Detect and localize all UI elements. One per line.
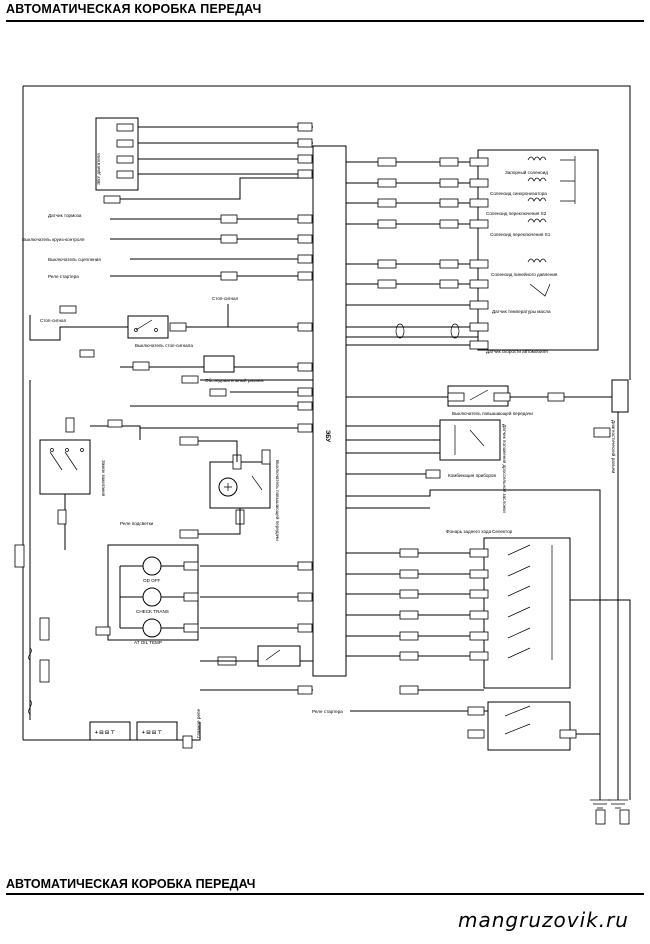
solenoid-s2-label: Соленоид переключения S2 xyxy=(486,211,547,216)
footer-rule xyxy=(6,893,644,895)
throttle-sensor: Датчик положения дроссельной заслонки Ко… xyxy=(346,419,508,513)
ecu-block: ЭБУ xyxy=(312,145,347,677)
starter-relay-block: Реле стартера xyxy=(312,701,600,751)
svg-text:+ ⊟ ⊟ ⊤: + ⊟ ⊟ ⊤ xyxy=(95,730,115,736)
brake-light-label: Стоп-сигнал xyxy=(40,318,67,323)
speed-sensor-label: Датчик скорости автомобиля xyxy=(486,349,548,354)
overdrive-right-label: Выключатель повышающей передачи xyxy=(452,410,533,416)
solenoid-line-label: Соленоид линейного давления xyxy=(491,271,558,277)
solenoid-s1-label: Соленоид переключения S1 xyxy=(490,232,551,237)
cruise-switch-label: Выключатель круиз-контроля xyxy=(22,237,85,242)
starter-relay-label: Реле стартера xyxy=(48,274,79,279)
watermark: mangruzovik.ru xyxy=(458,908,629,932)
selector-block: Фонарь заднего хода Селектор xyxy=(346,529,631,800)
page-title: АВТОМАТИЧЕСКАЯ КОРОБКА ПЕРЕДАЧ xyxy=(6,2,262,16)
starter-relay-bottom-label: Реле стартера xyxy=(312,709,343,714)
at-check-connector xyxy=(200,645,313,667)
lamp-relay: Реле подсветки Выключатель повышающей пе… xyxy=(120,436,281,541)
main-relay-label: Главное реле xyxy=(196,709,201,738)
left-sensor-labels: Датчик тормоза Выключатель круиз-контрол… xyxy=(22,213,101,279)
brake-light-switch: Стоп-сигнал Выключатель стоп-сигнала Сто… xyxy=(29,296,264,397)
outer-ground-loop xyxy=(22,85,631,741)
ecu-ground-wires xyxy=(346,412,630,825)
engine-ecu-block: ЭБУ двигателя xyxy=(95,117,139,204)
brake-light-top-label: Стоп-сигнал xyxy=(212,296,239,301)
instruments-label: Комбинация приборов xyxy=(448,473,496,478)
ecu-label: ЭБУ xyxy=(324,430,330,442)
temp-sensor-label: Датчик температуры масла xyxy=(492,309,551,314)
brake-sensor-label: Датчик тормоза xyxy=(48,213,82,218)
tail-lamp-label: Фонарь заднего хода xyxy=(446,529,492,534)
engine-ecu-label: ЭБУ двигателя xyxy=(96,153,101,185)
od-and-diag: Выключатель повышающей передачи Диагност… xyxy=(346,379,629,473)
ecu-input-wires xyxy=(110,122,313,695)
brake-light-switch-label: Выключатель стоп-сигнала xyxy=(135,343,193,348)
ignition-switch: Замок зажигания xyxy=(39,417,141,550)
svg-text:+ ⊟ ⊟ ⊤: + ⊟ ⊟ ⊤ xyxy=(142,730,162,736)
ignition-label: Замок зажигания xyxy=(101,460,106,497)
throttle-label: Датчик положения дроссельной заслонки xyxy=(502,424,508,513)
at-oil-temp-label: AT OIL TEMP xyxy=(134,640,162,645)
selector-label: Селектор xyxy=(492,529,513,534)
diag-connector-label: Диагностический разъем xyxy=(611,420,617,473)
clutch-switch-label: Выключатель сцепления xyxy=(48,257,101,262)
lamp-relay-label: Реле подсветки xyxy=(120,521,154,526)
fuse-chain xyxy=(14,380,50,720)
check-trans-label: CHECK TRANS xyxy=(136,609,169,614)
overdrive-label: Выключатель повышающей передачи xyxy=(275,460,281,541)
instrument-cluster: OD OFF CHECK TRANS AT OIL TEMP xyxy=(95,544,199,645)
solenoid-sync-label: Соленоид синхронизатора xyxy=(490,191,547,196)
check-connector-label: Обследовательный разъем xyxy=(205,377,264,383)
title-rule xyxy=(6,20,644,22)
bottom-relays: + ⊟ ⊟ ⊤ + ⊟ ⊟ ⊤ Главное реле xyxy=(35,709,201,749)
solenoid-lockup-label: Запорный соленоид xyxy=(505,169,548,175)
footer-title: АВТОМАТИЧЕСКАЯ КОРОБКА ПЕРЕДАЧ xyxy=(6,877,256,891)
solenoid-outputs: Запорный соленоид Соленоид синхронизатор… xyxy=(346,149,599,354)
od-off-label: OD OFF xyxy=(143,578,161,583)
